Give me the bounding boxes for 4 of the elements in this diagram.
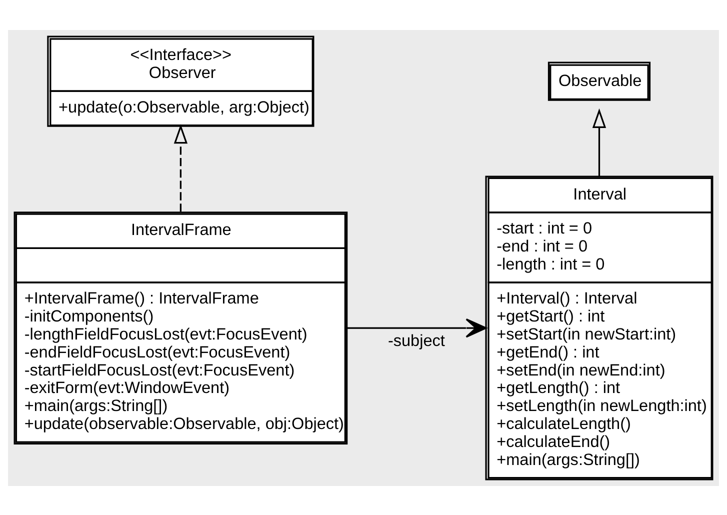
edge-label: -subject — [388, 331, 445, 350]
arrow — [592, 108, 606, 176]
arrow — [347, 318, 487, 338]
arrow — [174, 124, 188, 212]
